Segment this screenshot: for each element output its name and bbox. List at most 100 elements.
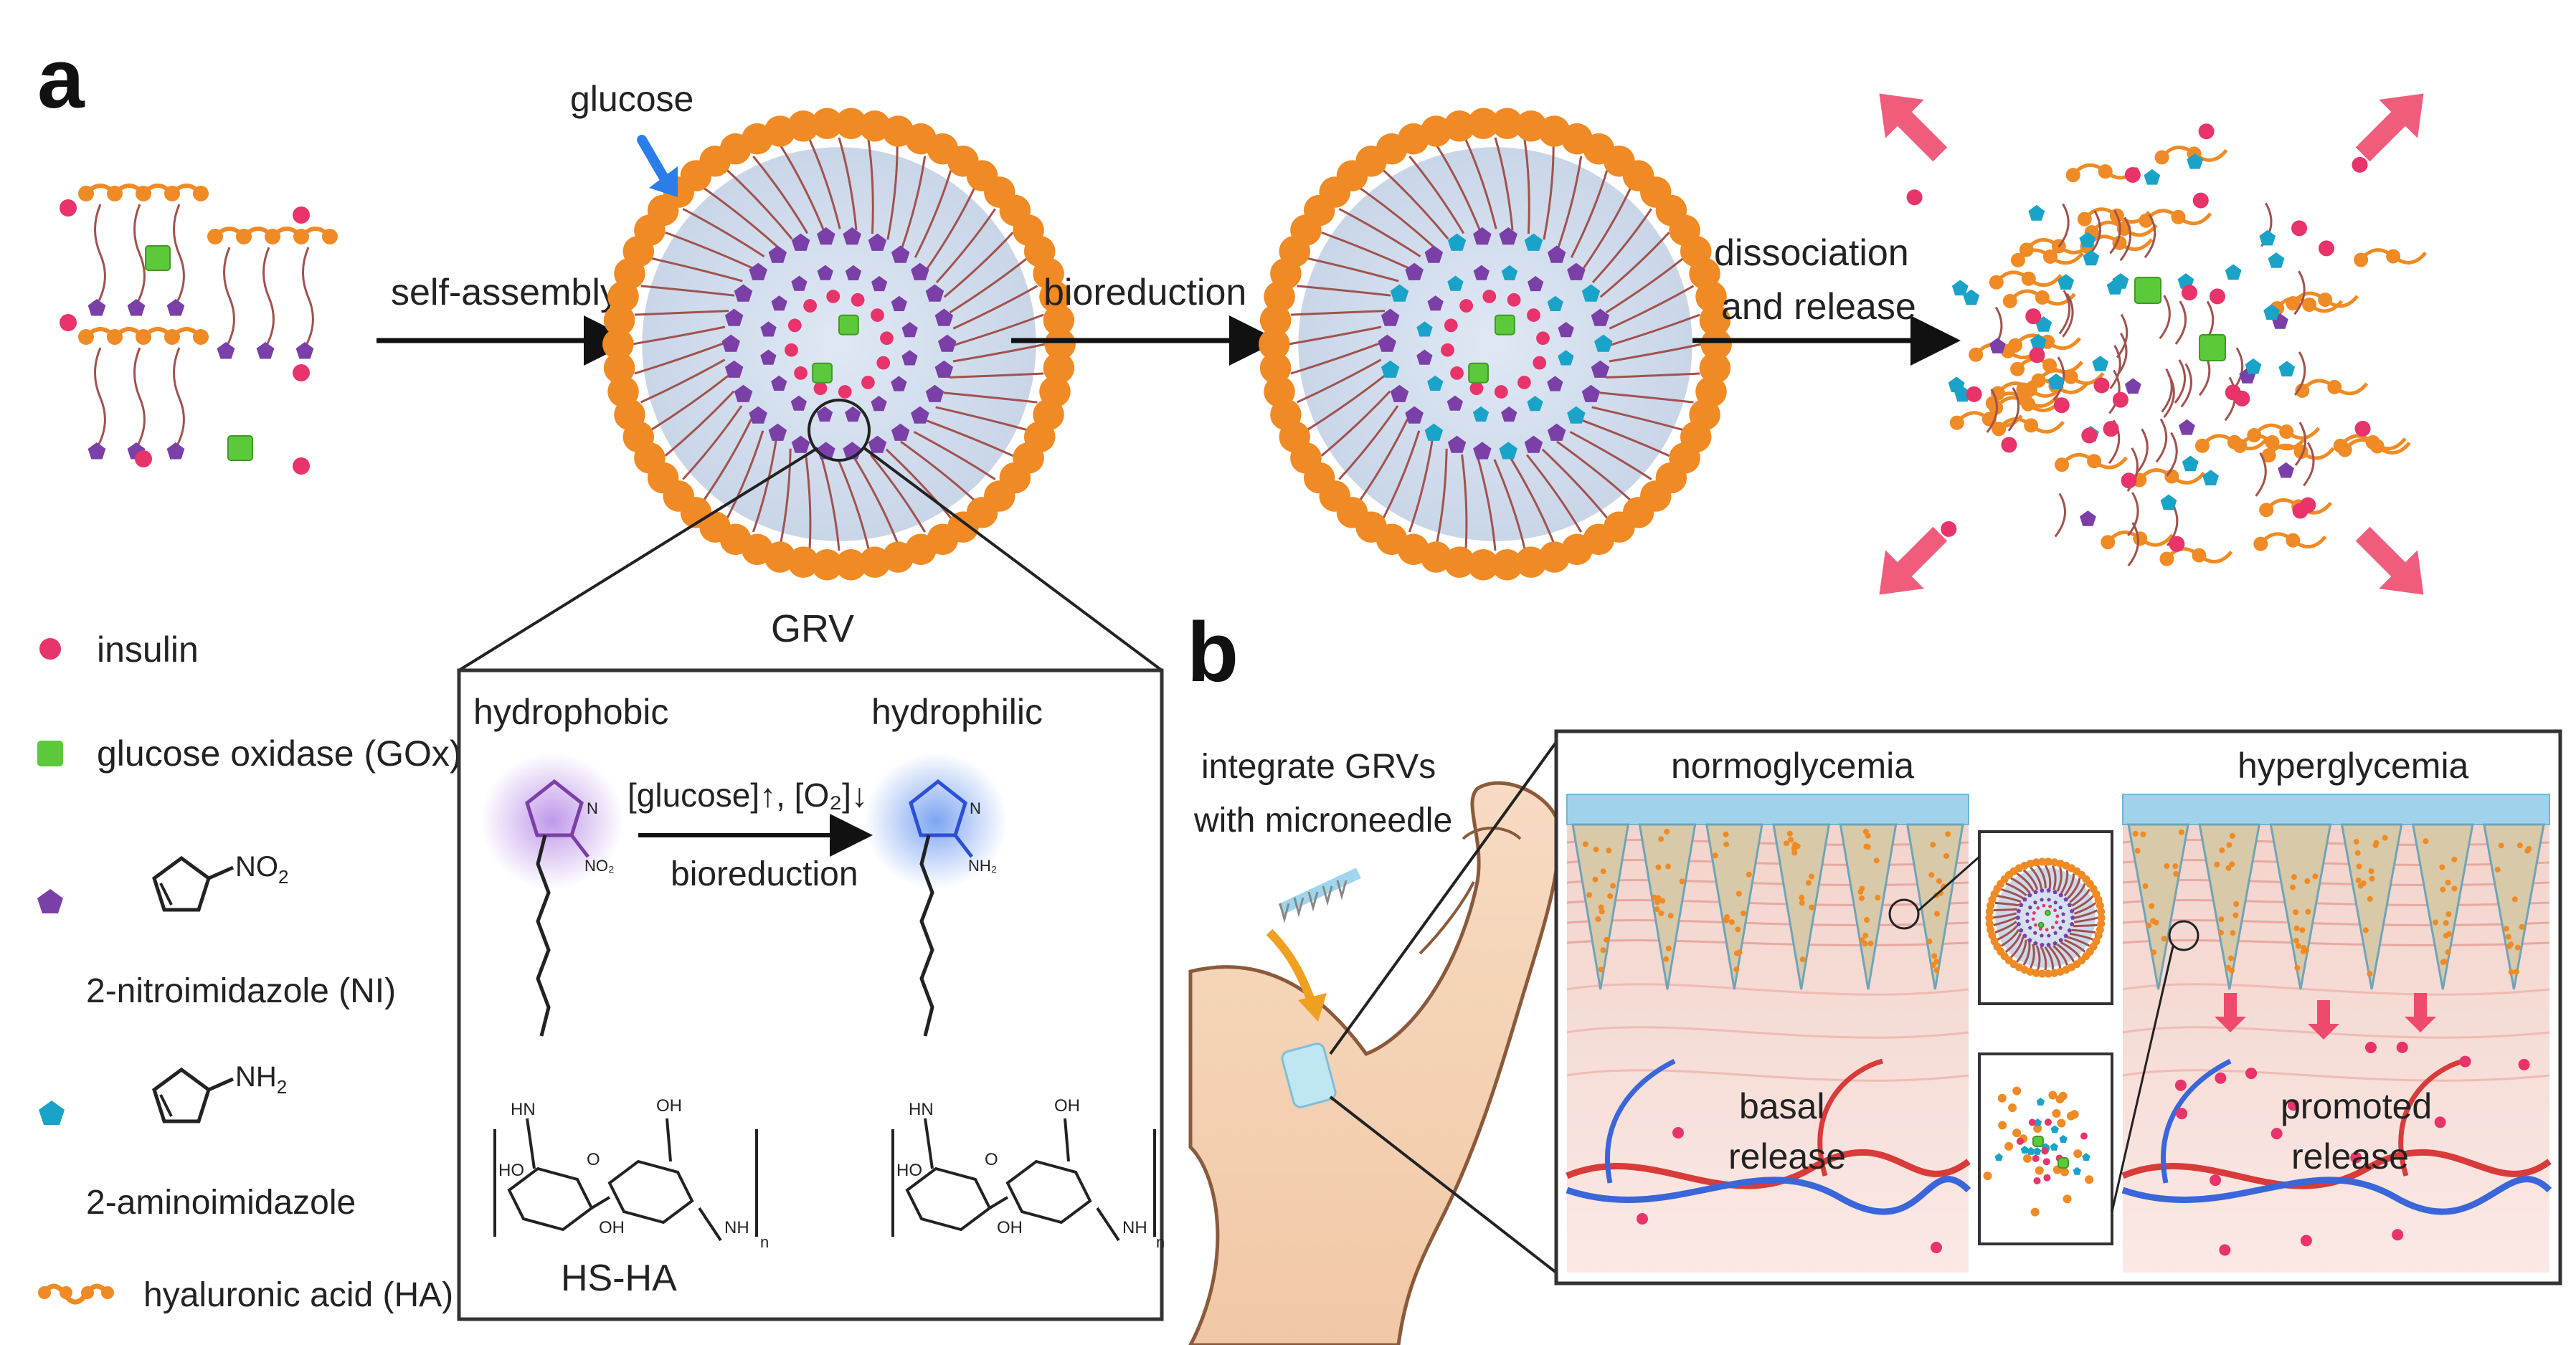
needle-vesicle-dot [2441, 959, 2448, 965]
ha-fragment-bead [2055, 457, 2070, 472]
needle-vesicle-dot [1799, 895, 1805, 901]
gox-square [1468, 362, 1489, 384]
ha-bead [322, 229, 338, 244]
gox-square [145, 245, 171, 271]
lipid-tail [805, 454, 812, 549]
head-group [1547, 423, 1566, 441]
mini-ha-bead [2055, 1095, 2065, 1104]
head-group [817, 227, 835, 245]
dermis-line [2122, 1026, 2550, 1039]
needle-vesicle-dot [2295, 943, 2301, 949]
lipid-tail [1541, 448, 1608, 519]
head-group [1581, 284, 1601, 302]
needle-vesicle-dot [1933, 967, 1940, 974]
needle-vesicle-dot [2445, 879, 2451, 885]
head-group [934, 308, 954, 326]
dermis-line [1566, 983, 1969, 996]
free-tail [2052, 356, 2065, 401]
lipid-tail [1461, 454, 1468, 549]
insulin-dot [2287, 1099, 2299, 1111]
lipid-tail [2005, 882, 2027, 897]
right-hn-label: HN [909, 1100, 934, 1119]
ha-fragment-bead [2021, 271, 2036, 286]
ha-shell-bead [2044, 857, 2052, 866]
insulin-dot [1482, 290, 1497, 303]
ha-fragment-bead [1969, 347, 1984, 362]
ha-shell-bead [2044, 969, 2052, 978]
graft-tail [94, 347, 106, 449]
lipid-tail [2030, 866, 2042, 889]
head-group [2080, 510, 2096, 526]
ha-fragment-bead [2063, 369, 2078, 384]
head-group [843, 227, 861, 245]
graft-tail [223, 247, 235, 348]
head-group [2079, 232, 2096, 248]
graft-tail [133, 204, 146, 305]
head-group [2058, 938, 2063, 943]
aminoimidazole-structure-icon [152, 1067, 235, 1123]
ha-bead [78, 329, 94, 345]
insulin-dot [135, 450, 152, 467]
needle-vesicle-dot [1858, 895, 1865, 901]
gox-square [838, 314, 859, 336]
head-group [901, 322, 918, 338]
left-oh-top-label: OH [656, 1096, 682, 1116]
head-group [891, 376, 907, 391]
lipid-tail [2052, 865, 2057, 890]
mini-ha-bead [2048, 1090, 2058, 1100]
ni-group [166, 299, 185, 316]
lipid-tail [949, 257, 1028, 314]
ha-shell-bead [1985, 908, 1994, 916]
lipid-tail [2030, 944, 2035, 969]
ha-fragment-bead [2087, 454, 2102, 469]
needle-vesicle-dot [1665, 863, 1672, 870]
head-group [1581, 384, 1601, 402]
head-group [934, 360, 954, 378]
needle-vesicle-dot [2312, 873, 2319, 880]
free-tail [2293, 351, 2306, 396]
ha-shell-bead [603, 352, 635, 384]
mini-ha-bead [2063, 1194, 2072, 1204]
head-group [1473, 442, 1492, 460]
insulin-dot [2174, 1079, 2187, 1091]
bioreduction-label: bioreduction [1043, 272, 1246, 313]
mini-head-group [2033, 1118, 2042, 1126]
needle-vesicle-dot [2134, 847, 2141, 854]
promote-arrow-icon [2405, 993, 2436, 1032]
head-group [749, 406, 767, 424]
insulin-dot [293, 457, 310, 475]
lipid-tail [2004, 933, 2022, 954]
insulin-dot [1637, 1213, 1648, 1225]
needle-vesicle-dot [1733, 950, 1740, 956]
needle-vesicle-dot [2524, 847, 2531, 854]
release-arrow-icon [2355, 526, 2424, 595]
head-group [2278, 462, 2294, 478]
head-group [868, 435, 887, 453]
lipid-tail [2010, 877, 2031, 894]
free-tail [2007, 387, 2020, 432]
needle-vesicle-dot [2362, 927, 2369, 933]
lipid-tail [682, 405, 743, 480]
ha-shell-bead [1420, 115, 1452, 147]
insulin-dot [861, 376, 875, 389]
insulin-dot [2029, 347, 2045, 363]
insulin-dot [2354, 420, 2371, 437]
needle-vesicle-dot [2232, 912, 2239, 918]
needle-vesicle-dot [1586, 892, 1593, 898]
needle-vesicle-dot [2293, 925, 2300, 931]
ha-shell-bead [1515, 546, 1547, 578]
mini-ha-bead [1997, 1093, 2007, 1103]
insulin-dot [813, 381, 828, 396]
head-group [2027, 893, 2032, 898]
needle-vesicle-dot [1712, 852, 1718, 859]
insulin-dot [2028, 1118, 2036, 1126]
mini-ha-bead [2060, 1167, 2069, 1177]
mini-ha-bead [2004, 1141, 2014, 1151]
free-tail [2166, 432, 2178, 477]
insulin-dot [2103, 421, 2119, 437]
head-group [791, 435, 810, 453]
right-ha-backbone [891, 1118, 1156, 1242]
insulin-dot [2318, 240, 2334, 257]
lipid-tail [2066, 878, 2081, 900]
lipid-tail [2035, 945, 2041, 970]
